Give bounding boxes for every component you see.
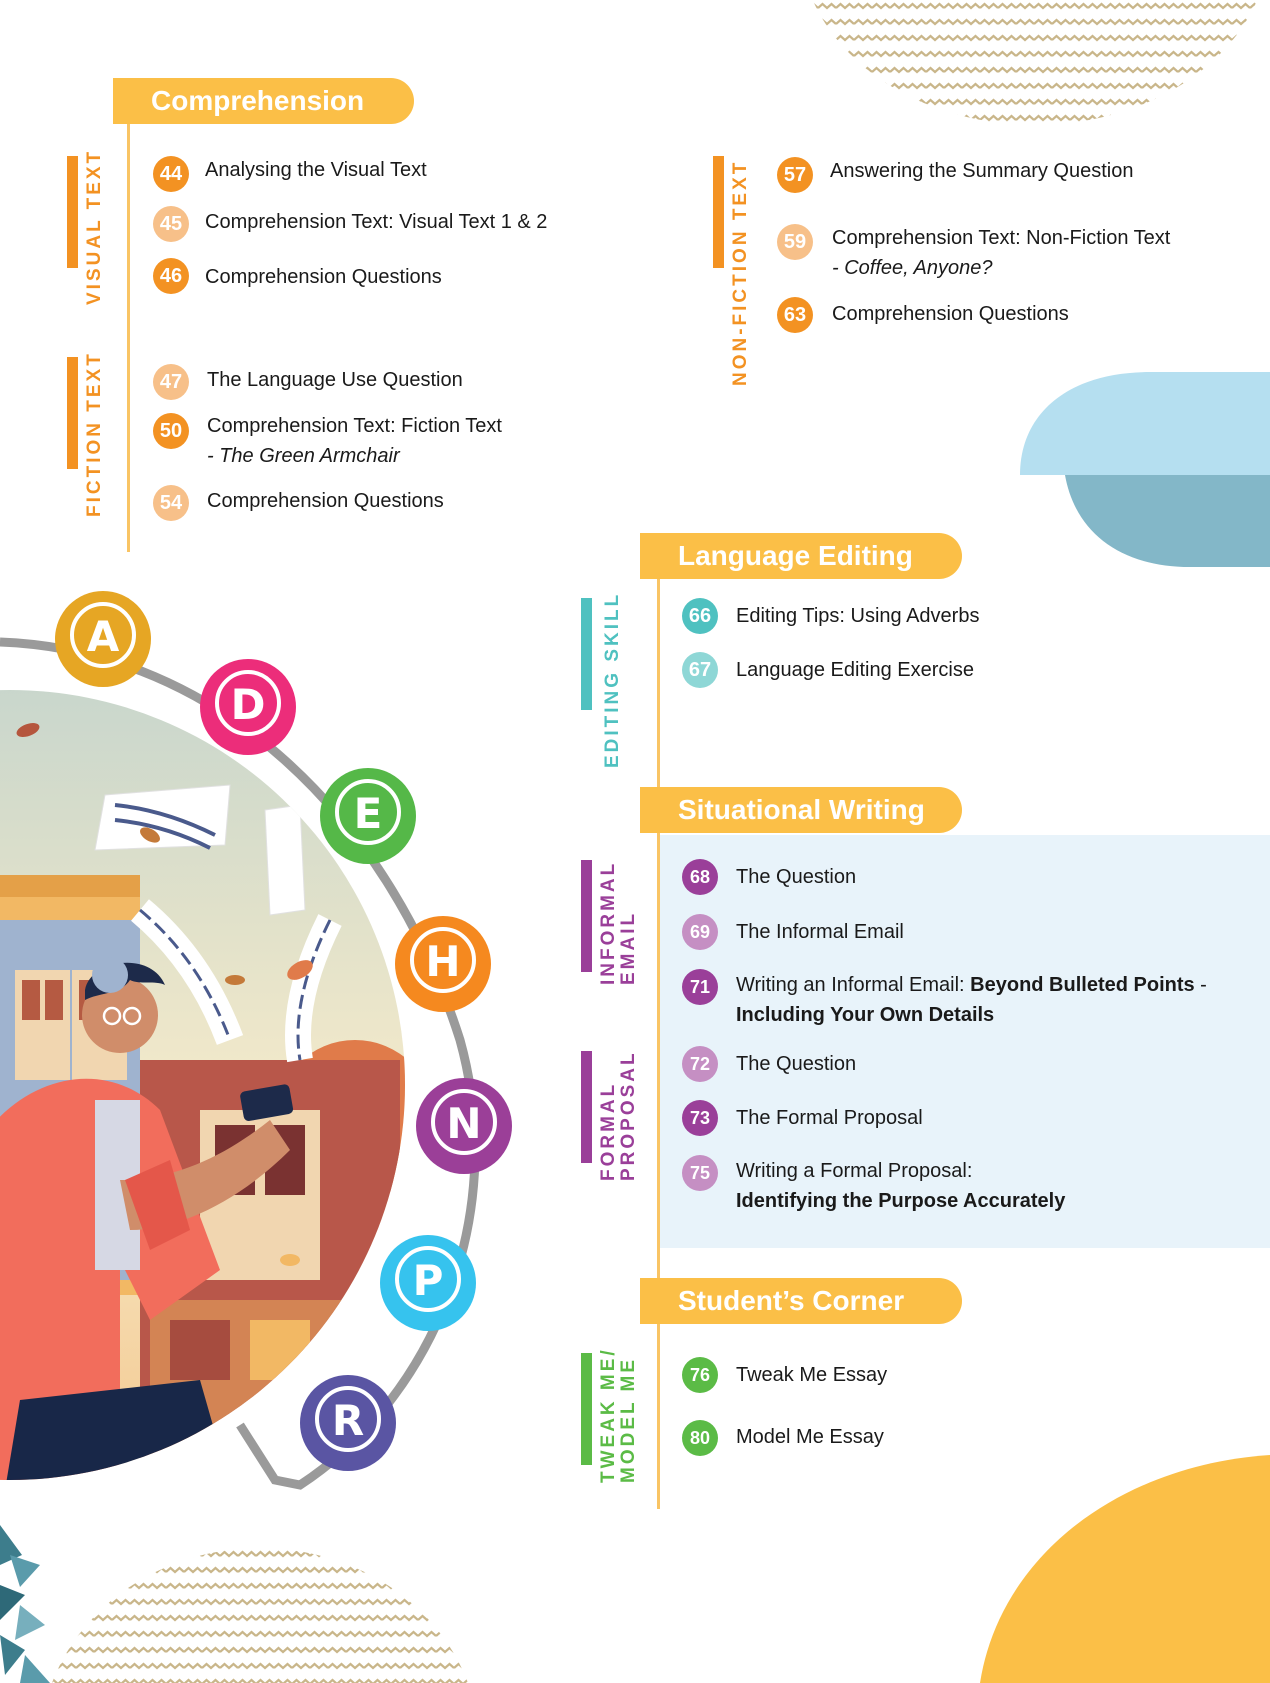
toc-entry-subtitle: - Coffee, Anyone? (832, 257, 993, 279)
letter-e-badge: E (320, 768, 416, 864)
page-number-badge: 63 (777, 297, 813, 333)
page-number-badge: 75 (682, 1155, 718, 1191)
toc-entry[interactable]: The Informal Email (736, 921, 904, 943)
toc-entry[interactable]: Language Editing Exercise (736, 659, 974, 681)
page-number-badge: 45 (153, 206, 189, 242)
situational-writing-title: Situational Writing (678, 794, 925, 825)
blue-semicircle-decoration (1020, 372, 1270, 567)
page-number-badge: 44 (153, 156, 189, 192)
toc-entry[interactable]: The Question (736, 866, 857, 888)
situational-writing-panel (660, 835, 1270, 1248)
letter-h-badge: H (395, 916, 491, 1012)
toc-entry[interactable]: The Language Use Question (207, 369, 463, 391)
right-column-divider (657, 579, 660, 1509)
page-number-badge: 72 (682, 1046, 718, 1082)
toc-entry[interactable]: Comprehension Text: Fiction Text - The G… (207, 411, 502, 471)
language-editing-title: Language Editing (678, 540, 913, 571)
students-corner-title: Student’s Corner (678, 1285, 905, 1316)
letter-a-badge: A (55, 591, 151, 687)
toc-entry[interactable]: Comprehension Questions (207, 490, 444, 512)
non-fiction-text-marker (713, 156, 724, 268)
toc-entry[interactable]: Tweak Me Essay (736, 1364, 888, 1386)
toc-entry[interactable]: The Question (736, 1053, 857, 1075)
comprehension-divider (127, 124, 130, 552)
page-number-badge: 57 (777, 157, 813, 193)
page-number-badge: 67 (682, 652, 718, 688)
informal-email-marker (581, 860, 592, 972)
bottom-zigzag-decoration (40, 1548, 480, 1683)
toc-entry-subtitle: Including Your Own Details (736, 1004, 995, 1026)
comprehension-title: Comprehension (151, 85, 365, 116)
visual-text-label: VISUAL TEXT (84, 148, 105, 305)
toc-entry[interactable]: Comprehension Questions (832, 303, 1069, 325)
letter-p-badge: P (380, 1235, 476, 1331)
toc-entry-subtitle: - The Green Armchair (207, 445, 400, 467)
toc-entry[interactable]: Analysing the Visual Text (205, 159, 427, 181)
language-editing-banner: Language Editing (640, 533, 962, 579)
toc-entry[interactable]: The Formal Proposal (736, 1107, 923, 1129)
page-number-badge: 47 (153, 364, 189, 400)
toc-entry-title: Writing an Informal Email: Beyond Bullet… (736, 974, 1207, 996)
page-number-badge: 73 (682, 1100, 718, 1136)
student-illustration (0, 637, 480, 1490)
top-zigzag-decoration (800, 0, 1270, 125)
tweak-model-label: TWEAK ME/ MODEL ME (598, 1347, 639, 1483)
toc-entry[interactable]: Writing an Informal Email: Beyond Bullet… (736, 970, 1207, 1030)
toc-entry-title: Writing a Formal Proposal: (736, 1160, 973, 1182)
orange-quarter-circle-decoration (980, 1455, 1270, 1683)
fiction-text-label: FICTION TEXT (84, 351, 105, 517)
tweak-model-marker (581, 1353, 592, 1465)
page-number-badge: 46 (153, 258, 189, 294)
page-number-badge: 50 (153, 413, 189, 449)
triangle-pattern-decoration (0, 1525, 50, 1683)
page-number-badge: 69 (682, 914, 718, 950)
page-number-badge: 68 (682, 859, 718, 895)
toc-entry-title: Comprehension Text: Fiction Text (207, 415, 502, 437)
toc-entry[interactable]: Comprehension Text: Visual Text 1 & 2 (205, 211, 548, 233)
editing-skill-marker (581, 598, 592, 710)
letter-d-badge: D (200, 659, 296, 755)
students-corner-banner: Student’s Corner (640, 1278, 962, 1324)
page-number-badge: 71 (682, 969, 718, 1005)
non-fiction-text-label: NON-FICTION TEXT (730, 159, 751, 386)
page-number-badge: 54 (153, 485, 189, 521)
toc-entry[interactable]: Comprehension Text: Non-Fiction Text - C… (832, 223, 1170, 283)
page-number-badge: 59 (777, 224, 813, 260)
fiction-text-marker (67, 357, 78, 469)
toc-entry-subtitle: Identifying the Purpose Accurately (736, 1190, 1066, 1212)
formal-proposal-marker (581, 1051, 592, 1163)
formal-proposal-label: FORMAL PROPOSAL (598, 1050, 639, 1181)
toc-entry[interactable]: Answering the Summary Question (830, 160, 1134, 182)
visual-text-marker (67, 156, 78, 268)
toc-entry[interactable]: Writing a Formal Proposal: Identifying t… (736, 1156, 1065, 1216)
page-number-badge: 66 (682, 598, 718, 634)
situational-writing-banner: Situational Writing (640, 787, 962, 833)
comprehension-banner: Comprehension (113, 78, 414, 124)
toc-entry-title: Comprehension Text: Non-Fiction Text (832, 227, 1171, 249)
letter-r-badge: R (300, 1375, 396, 1471)
toc-entry[interactable]: Comprehension Questions (205, 266, 442, 288)
page-number-badge: 76 (682, 1357, 718, 1393)
editing-skill-label: EDITING SKILL (602, 591, 623, 768)
informal-email-label: INFORMAL EMAIL (598, 860, 639, 985)
letter-n-badge: N (416, 1078, 512, 1174)
toc-entry[interactable]: Editing Tips: Using Adverbs (736, 605, 980, 627)
page-number-badge: 80 (682, 1420, 718, 1456)
toc-entry[interactable]: Model Me Essay (736, 1426, 884, 1448)
